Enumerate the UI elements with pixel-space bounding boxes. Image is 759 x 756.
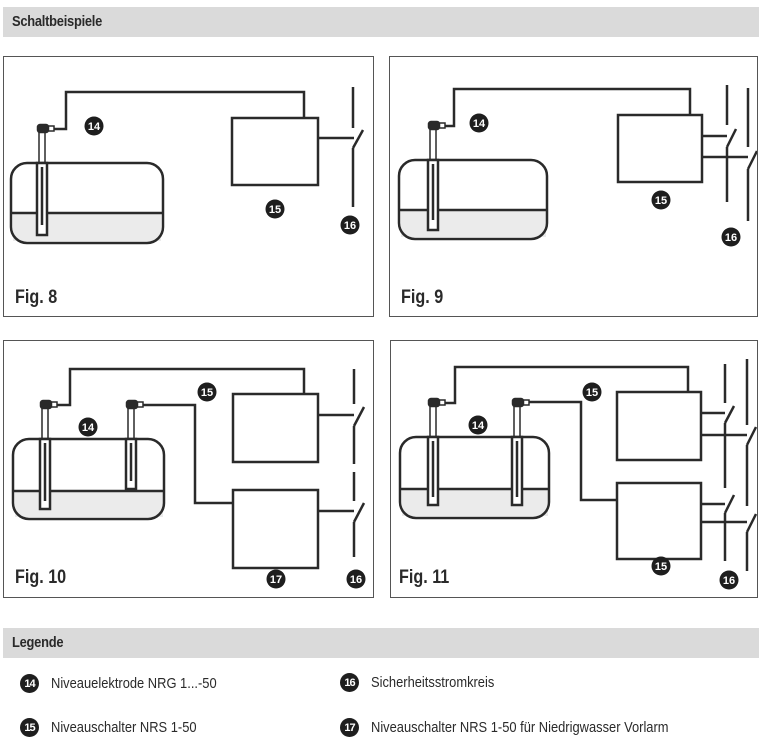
svg-text:15: 15 xyxy=(269,204,281,216)
svg-text:16: 16 xyxy=(725,232,737,244)
tank xyxy=(398,435,551,520)
legend-item: 16 Sicherheitsstromkreis xyxy=(340,673,514,692)
figure-9: 14 15 16 Fig. 9 xyxy=(389,56,758,317)
badge-15-icon: 15 xyxy=(20,718,39,737)
figure-8-diagram: 14 15 16 xyxy=(9,87,365,245)
safety-circuit-16 xyxy=(723,359,757,571)
tank xyxy=(9,161,165,245)
badge-14-icon: 14 xyxy=(20,674,39,693)
figure-9-diagram: 14 15 16 xyxy=(397,85,757,247)
legend-text: Niveauschalter NRS 1-50 für Niedrigwasse… xyxy=(371,719,669,736)
badge-15-icon: 15 xyxy=(265,199,285,219)
svg-text:15: 15 xyxy=(201,387,213,399)
electrode-14 xyxy=(426,397,446,507)
section-title: Schaltbeispiele xyxy=(12,13,103,30)
legend-item: 14 Niveauelektrode NRG 1...-50 xyxy=(20,674,244,693)
safety-circuit-16 xyxy=(725,85,757,221)
svg-text:16: 16 xyxy=(723,575,735,587)
svg-text:15: 15 xyxy=(655,195,667,207)
badge-17-icon: 17 xyxy=(340,718,359,737)
safety-circuit-16 xyxy=(351,87,365,207)
electrode-14 xyxy=(38,399,58,511)
badge-15-icon: 15 xyxy=(651,190,671,210)
badge-14-icon: 14 xyxy=(469,113,489,133)
svg-text:16: 16 xyxy=(350,574,362,586)
safety-circuit-16 xyxy=(352,369,366,557)
figure-8: 14 15 16 Fig. 8 xyxy=(3,56,374,317)
switch-box-15 xyxy=(615,390,703,462)
legend-title: Legende xyxy=(12,634,64,651)
switch-box-15 xyxy=(616,113,704,184)
figure-10-diagram: 15 14 17 16 xyxy=(11,367,366,589)
legend-item: 15 Niveauschalter NRS 1-50 xyxy=(20,718,220,737)
figure-label: Fig. 11 xyxy=(399,567,450,588)
figure-11-diagram: 15 14 15 16 xyxy=(398,359,757,590)
badge-15-icon: 15 xyxy=(197,382,217,402)
svg-text:17: 17 xyxy=(270,574,282,586)
figure-label: Fig. 10 xyxy=(15,567,67,588)
badge-16-icon: 16 xyxy=(346,569,366,589)
badge-14-icon: 14 xyxy=(468,415,488,435)
figure-label: Fig. 9 xyxy=(401,287,444,308)
electrode-14 xyxy=(35,123,55,237)
legend-item: 17 Niveauschalter NRS 1-50 für Niedrigwa… xyxy=(340,718,717,737)
svg-text:14: 14 xyxy=(473,118,486,130)
legend-text: Niveauschalter NRS 1-50 xyxy=(51,719,197,736)
legend-text: Niveauelektrode NRG 1...-50 xyxy=(51,675,217,692)
wire xyxy=(54,90,306,131)
section-header-legende: Legende xyxy=(3,628,759,658)
badge-16-icon: 16 xyxy=(719,570,739,590)
tank xyxy=(397,158,549,241)
switch-box-15b xyxy=(615,481,703,561)
badge-15b-icon: 15 xyxy=(651,556,671,576)
badge-16-icon: 16 xyxy=(721,227,741,247)
figure-label: Fig. 8 xyxy=(15,287,58,308)
badge-14-icon: 14 xyxy=(78,417,98,437)
svg-text:16: 16 xyxy=(344,220,356,232)
legend-text: Sicherheitsstromkreis xyxy=(371,674,495,691)
badge-15-icon: 15 xyxy=(582,382,602,402)
badge-17-icon: 17 xyxy=(266,569,286,589)
tank xyxy=(11,437,166,521)
switch-box-17 xyxy=(231,488,320,570)
electrode-2 xyxy=(510,397,530,507)
svg-text:15: 15 xyxy=(655,561,667,573)
tank-water xyxy=(13,213,161,241)
electrode-14 xyxy=(426,120,446,232)
section-header-schaltbeispiele: Schaltbeispiele xyxy=(3,7,759,37)
electrode-2 xyxy=(124,399,144,491)
switch-box-15 xyxy=(230,116,320,187)
badge-16-icon: 16 xyxy=(340,673,359,692)
badge-14-icon: 14 xyxy=(84,116,104,136)
svg-text:15: 15 xyxy=(586,387,598,399)
figure-10: 15 14 17 16 Fig. 10 xyxy=(3,340,374,598)
badge-16-icon: 16 xyxy=(340,215,360,235)
svg-text:14: 14 xyxy=(472,420,485,432)
svg-text:14: 14 xyxy=(82,422,95,434)
svg-text:14: 14 xyxy=(88,121,101,133)
switch-box-15 xyxy=(231,392,320,464)
figure-11: 15 14 15 16 Fig. 11 xyxy=(390,340,758,598)
